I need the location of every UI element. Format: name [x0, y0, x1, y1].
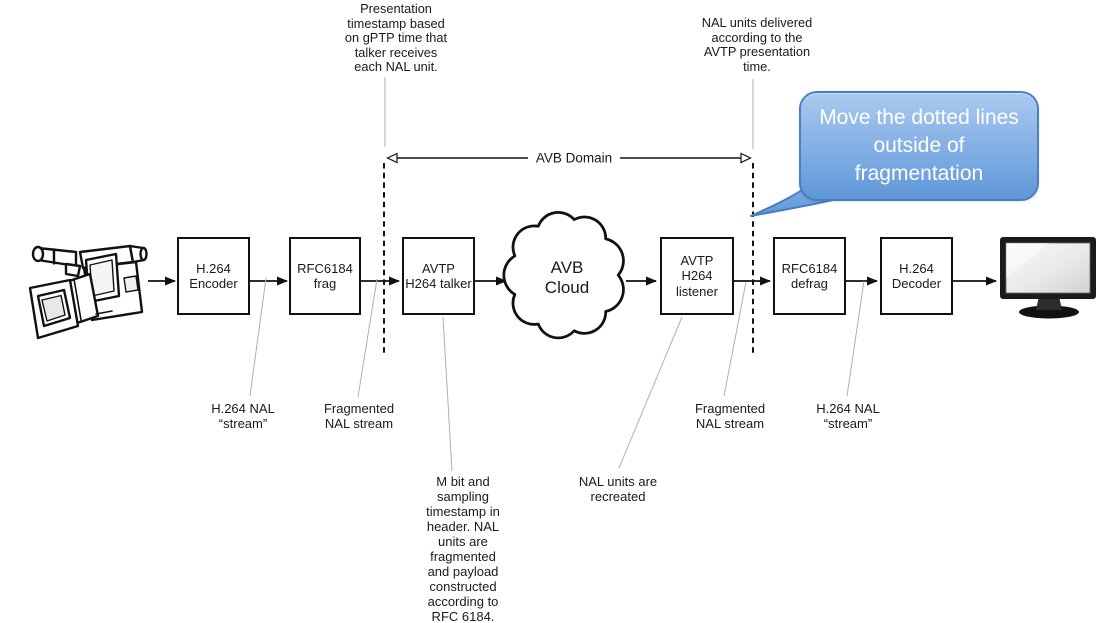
callout-text: Move the dotted lines outside of fragmen… [819, 106, 1019, 185]
node-rfc6184-frag: RFC6184 frag [289, 237, 361, 315]
node-rfc6184-defrag: RFC6184 defrag [773, 237, 846, 315]
label-fragmented-nal-stream-left: Fragmented NAL stream [323, 401, 395, 431]
camcorder-icon [28, 244, 148, 340]
label-m-bit-sampling-timestamp: M bit and sampling timestamp in header. … [426, 474, 500, 623]
annotation-presentation-timestamp: Presentation timestamp based on gPTP tim… [344, 1, 448, 75]
annotation-leader-lines [384, 77, 754, 149]
node-avtp-h264-talker: AVTP H264 talker [402, 237, 475, 315]
label-leader-lines [249, 277, 865, 472]
annotation-nal-units-delivered: NAL units delivered according to the AVT… [701, 15, 813, 74]
label-fragmented-nal-stream-right: Fragmented NAL stream [694, 401, 766, 431]
node-h264-decoder: H.264 Decoder [880, 237, 953, 315]
avb-domain-label: AVB Domain [531, 150, 617, 166]
node-label: RFC6184 defrag [781, 260, 838, 292]
monitor-icon [1000, 237, 1096, 319]
node-label: AVTP H264 talker [405, 260, 472, 292]
node-label: H.264 Decoder [891, 260, 942, 292]
label-nal-units-recreated: NAL units are recreated [578, 474, 658, 504]
label-h264-nal-stream-right: H.264 NAL “stream” [816, 401, 880, 431]
node-avb-cloud-label: AVB Cloud [544, 258, 590, 297]
callout-bubble: Move the dotted lines outside of fragmen… [799, 91, 1039, 201]
node-label: RFC6184 frag [297, 260, 353, 292]
node-avtp-h264-listener: AVTP H264 listener [660, 237, 734, 315]
avb-cloud-shape [502, 211, 625, 340]
node-label: H.264 Encoder [189, 260, 238, 292]
label-h264-nal-stream-left: H.264 NAL “stream” [211, 401, 275, 431]
avb-domain-span-arrow [386, 152, 752, 164]
node-h264-encoder: H.264 Encoder [177, 237, 250, 315]
node-label: AVTP H264 listener [676, 252, 718, 299]
